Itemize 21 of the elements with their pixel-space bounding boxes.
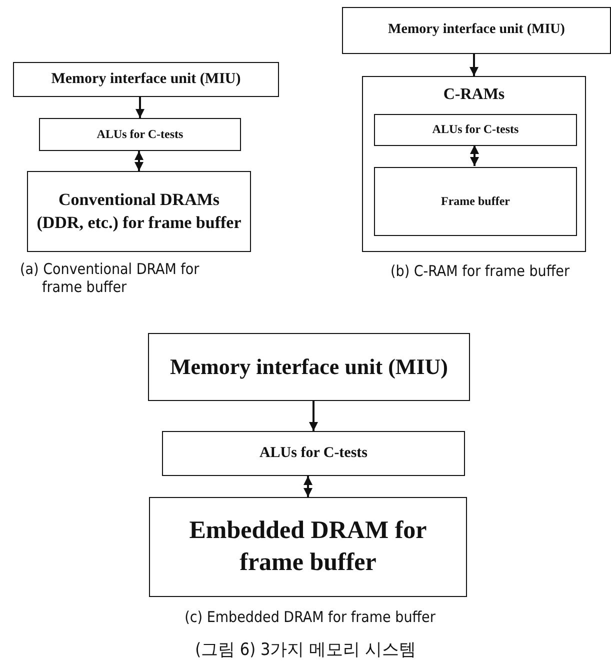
process-box: Embedded DRAM for frame buffer [149,497,467,597]
arrow [136,97,144,118]
arrow [470,145,479,166]
subfigure-caption: (a) Conventional DRAM for frame buffer [20,260,200,296]
arrow [304,476,312,497]
arrow [470,54,478,76]
group-box [362,76,586,252]
figure-caption: (그림 6) 3가지 메모리 시스템 [194,639,417,661]
arrow [309,401,318,431]
subfigure-caption: (c) Embedded DRAM for frame buffer [184,608,436,626]
process-box: ALUs for C-tests [374,114,577,146]
subfigure-caption: (b) C-RAM for frame buffer [389,262,570,280]
process-box: Memory interface unit (MIU) [13,62,279,97]
process-box: ALUs for C-tests [39,118,241,151]
process-box: Memory interface unit (MIU) [148,333,470,401]
process-box: Memory interface unit (MIU) [342,7,611,54]
group-heading: C-RAMs [442,85,506,105]
process-box: ALUs for C-tests [162,431,465,476]
process-box: Conventional DRAMs (DDR, etc.) for frame buffer [27,171,251,252]
process-box: Frame buffer [374,167,577,236]
arrow [134,151,144,171]
